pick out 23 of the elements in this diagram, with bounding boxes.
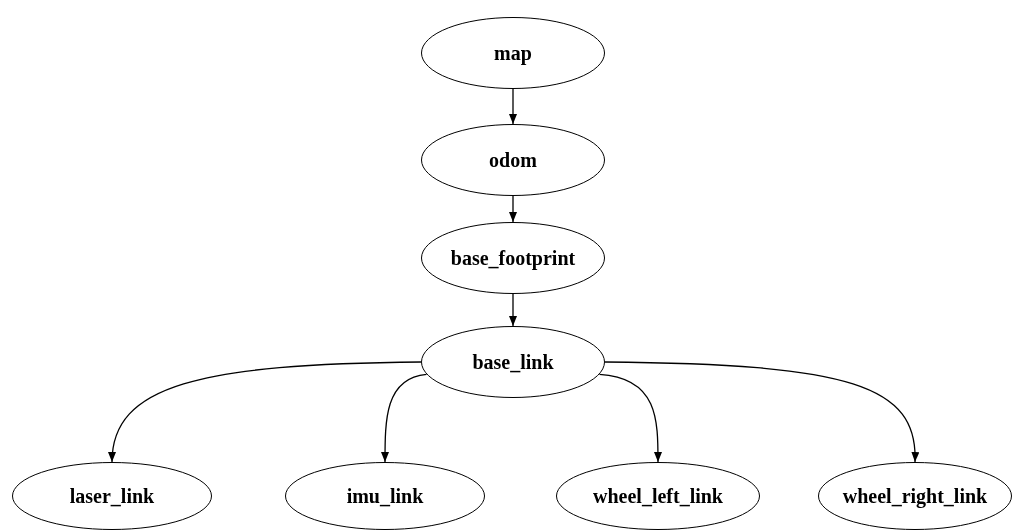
ellipse-node [421, 124, 605, 196]
arrow [509, 293, 517, 327]
ellipse-node [556, 462, 760, 530]
ellipse-node [818, 462, 1012, 530]
node-label: laser_link [69, 484, 155, 508]
ellipse-node [421, 326, 605, 398]
arrow [604, 361, 919, 463]
arrow [509, 195, 517, 223]
ellipse-node [421, 222, 605, 294]
ellipse-node [421, 17, 605, 89]
arrow [598, 373, 662, 463]
arrow [509, 88, 517, 125]
ellipse-node [285, 462, 485, 530]
node-label: imu_link [346, 484, 424, 508]
ellipse-node [12, 462, 212, 530]
node-label: odom [489, 148, 537, 172]
arrow [381, 373, 428, 463]
node-label: base_footprint [450, 246, 576, 270]
node-label: wheel_right_link [842, 484, 988, 508]
arrow [109, 361, 422, 463]
node-label: base_link [472, 350, 554, 374]
node-label: wheel_left_link [593, 484, 723, 508]
node-label: map [494, 41, 532, 65]
